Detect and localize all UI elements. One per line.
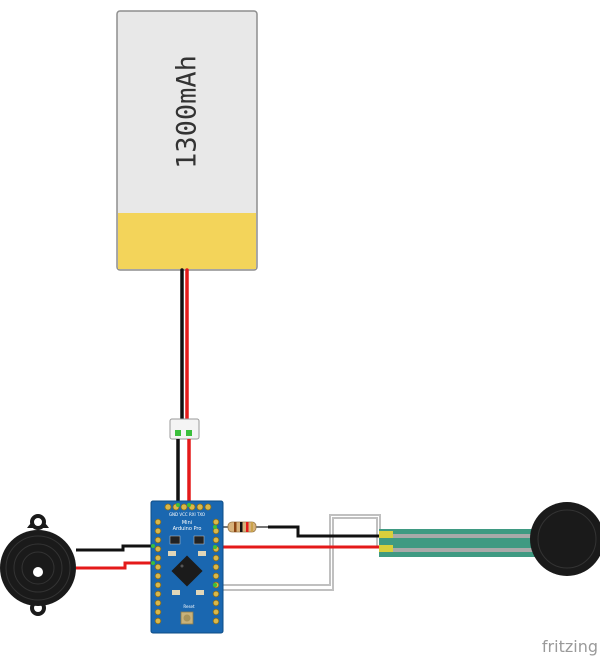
battery-leads: [180, 268, 189, 424]
jst-connector: [169, 418, 200, 440]
battery-capacity-label: 1300mAh: [172, 55, 203, 169]
reset-label: Reset: [183, 604, 195, 609]
arduino-pro-mini: GND VCC RXI TXO Mini Arduino Pro Reset: [150, 500, 224, 634]
pin-header-labels: GND VCC RXI TXO: [169, 512, 205, 517]
power-wires: [176, 439, 191, 503]
board-name-line2: Arduino Pro: [173, 526, 202, 532]
gray-wire-loop-2: [213, 517, 378, 591]
sensor-pad: [530, 502, 600, 576]
battery-cap: [118, 213, 256, 269]
gray-wire-loop: [213, 514, 381, 586]
force-sensor: [379, 502, 600, 576]
piezo-buzzer: [0, 514, 76, 616]
lipo-battery: 1300mAh: [116, 10, 258, 271]
buzzer-wire-red: [76, 561, 153, 570]
resistor-circuit: [213, 521, 383, 549]
sensor-gray-wires: [213, 514, 381, 591]
board-name-line1: Mini: [182, 520, 192, 526]
fritzing-watermark: fritzing: [542, 637, 598, 656]
sensor-tail: [379, 529, 537, 557]
buzzer-wires: [76, 544, 153, 570]
sensor-wire-black: [268, 525, 383, 538]
buzzer-wire-black: [76, 544, 153, 552]
